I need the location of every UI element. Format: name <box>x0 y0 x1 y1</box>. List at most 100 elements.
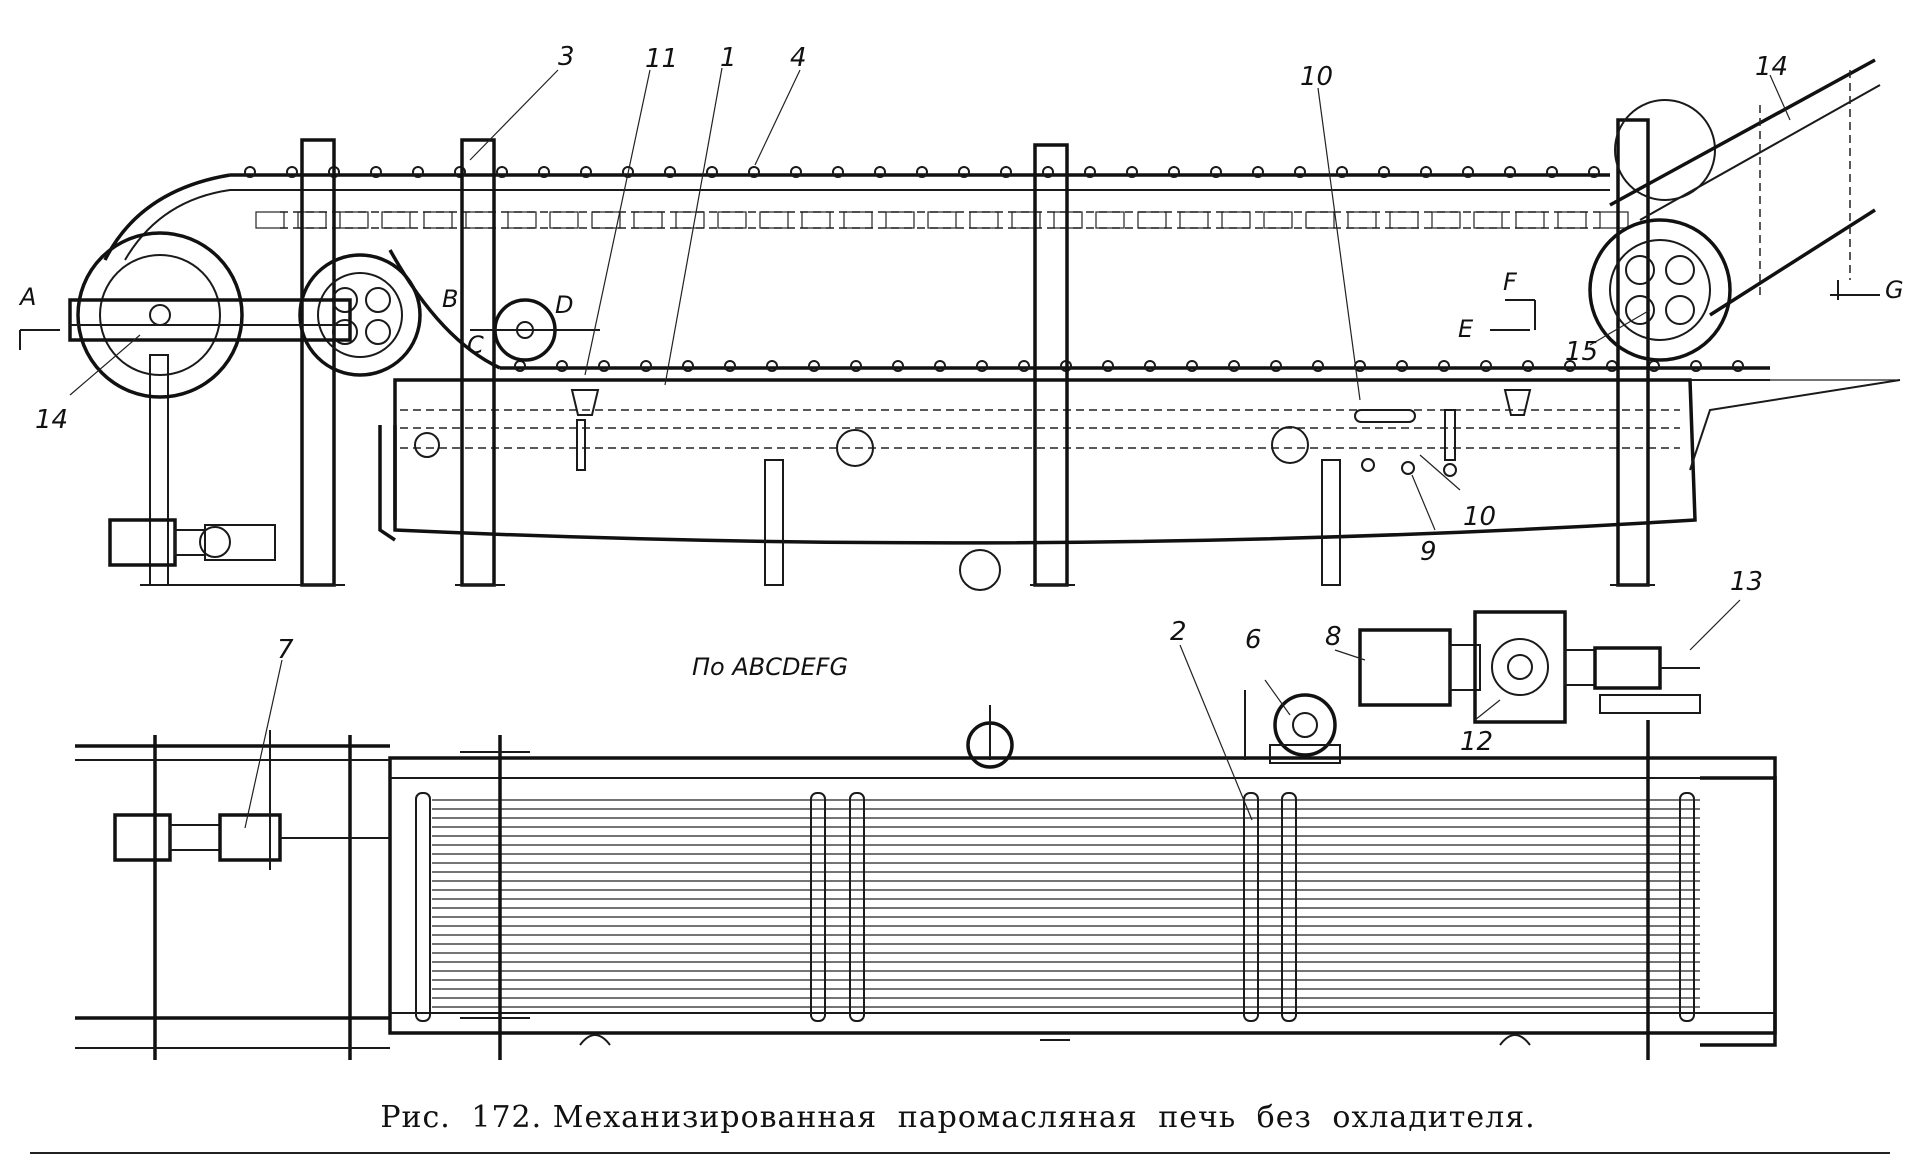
plan-leader-lines <box>244 599 1741 829</box>
frame-posts <box>140 118 1655 587</box>
chain-link <box>874 166 886 178</box>
chain-link <box>412 166 424 178</box>
chain-link <box>1336 166 1348 178</box>
right-sprocket <box>1588 99 1732 362</box>
chain-link <box>1186 360 1198 372</box>
figure-caption: Рис. 172. Механизированная паромасляная … <box>0 1100 1916 1135</box>
callout-3: 3 <box>558 42 575 72</box>
heating-tube-bank <box>432 799 1700 1008</box>
lower-chain-conveyor <box>388 249 1770 381</box>
chain-plate <box>339 211 369 229</box>
chain-plate <box>1473 211 1503 229</box>
chain-link <box>664 166 676 178</box>
chain-link <box>286 166 298 178</box>
callout-10-bottom: 10 <box>1463 502 1496 532</box>
plan-left-frame <box>75 720 1650 1060</box>
chain-link <box>1252 166 1264 178</box>
chain-plate <box>1179 211 1209 229</box>
chain-link <box>1144 360 1156 372</box>
chain-link <box>1690 360 1702 372</box>
chain-plate <box>969 211 999 229</box>
chain-plate <box>1557 211 1587 229</box>
chain-link <box>556 360 568 372</box>
callout-4: 4 <box>790 43 807 73</box>
plan-rollers <box>415 792 1695 1022</box>
chain-plate <box>1095 211 1125 229</box>
plan-drive-motor <box>113 730 390 870</box>
chain-link <box>706 166 718 178</box>
leader-lines <box>69 67 1791 531</box>
section-letter-A: A <box>18 283 36 311</box>
section-letter-G: G <box>1885 276 1904 304</box>
chain-link <box>682 360 694 372</box>
chain-link <box>1168 166 1180 178</box>
chain-link <box>790 166 802 178</box>
chain-link <box>598 360 610 372</box>
chain-plate <box>507 211 537 229</box>
elevation-view <box>19 58 1901 591</box>
chain-link <box>1270 360 1282 372</box>
chain-link <box>1018 360 1030 372</box>
callout-14-left: 14 <box>35 405 68 435</box>
drive-unit <box>1358 610 1701 724</box>
section-lines <box>19 280 1880 350</box>
chain-plate <box>843 211 873 229</box>
chain-plate <box>801 211 831 229</box>
section-view-label: По ABCDEFG <box>692 653 848 681</box>
chain-link <box>1000 166 1012 178</box>
chain-link <box>958 166 970 178</box>
chain-plate <box>255 211 285 229</box>
bottom-rule <box>30 1152 1890 1154</box>
chain-plate <box>297 211 327 229</box>
chain-link <box>1546 166 1558 178</box>
chain-link <box>766 360 778 372</box>
callout-8: 8 <box>1325 622 1342 652</box>
chain-plate <box>591 211 621 229</box>
caption-prefix: Рис. 172. <box>380 1100 543 1135</box>
chain-plate <box>465 211 495 229</box>
chain-link <box>748 166 760 178</box>
chain-link <box>934 360 946 372</box>
steam-regulator <box>1244 690 1341 764</box>
plan-exit <box>1700 776 1777 1047</box>
chain-plate <box>675 211 705 229</box>
chain-link <box>640 360 652 372</box>
chain-plate <box>1515 211 1545 229</box>
chain-link <box>1042 166 1054 178</box>
chain-link <box>724 360 736 372</box>
chain-link <box>1312 360 1324 372</box>
chain-link <box>1084 166 1096 178</box>
caption-text: Механизированная паромасляная печь без о… <box>552 1100 1536 1135</box>
plan-view <box>75 599 1777 1060</box>
chain-link <box>1564 360 1576 372</box>
section-letter-D: D <box>555 291 573 319</box>
chain-plate <box>1011 211 1041 229</box>
chain-link <box>808 360 820 372</box>
chain-plate <box>549 211 579 229</box>
chain-plate <box>1431 211 1461 229</box>
chain-link <box>1732 360 1744 372</box>
chain-link <box>1588 166 1600 178</box>
chain-plate <box>1137 211 1167 229</box>
chain-link <box>892 360 904 372</box>
upper-chain-conveyor <box>103 166 1629 261</box>
callout-11: 11 <box>645 44 678 74</box>
chain-plate <box>1263 211 1293 229</box>
chain-plate <box>381 211 411 229</box>
section-letter-C: C <box>467 331 484 359</box>
chain-plate <box>423 211 453 229</box>
callout-12: 12 <box>1460 727 1493 757</box>
callout-15: 15 <box>1565 337 1598 367</box>
callout-6: 6 <box>1245 625 1262 655</box>
chain-link <box>1420 166 1432 178</box>
left-idler-sprocket <box>298 253 422 377</box>
plan-bottom-fittings <box>579 1034 1531 1046</box>
chain-plate <box>1347 211 1377 229</box>
chain-plate <box>1305 211 1335 229</box>
chain-plate <box>885 211 915 229</box>
chain-link <box>580 166 592 178</box>
plan-body <box>388 756 1777 1035</box>
section-letter-F: F <box>1503 268 1518 296</box>
chain-link <box>1294 166 1306 178</box>
chain-plate <box>927 211 957 229</box>
